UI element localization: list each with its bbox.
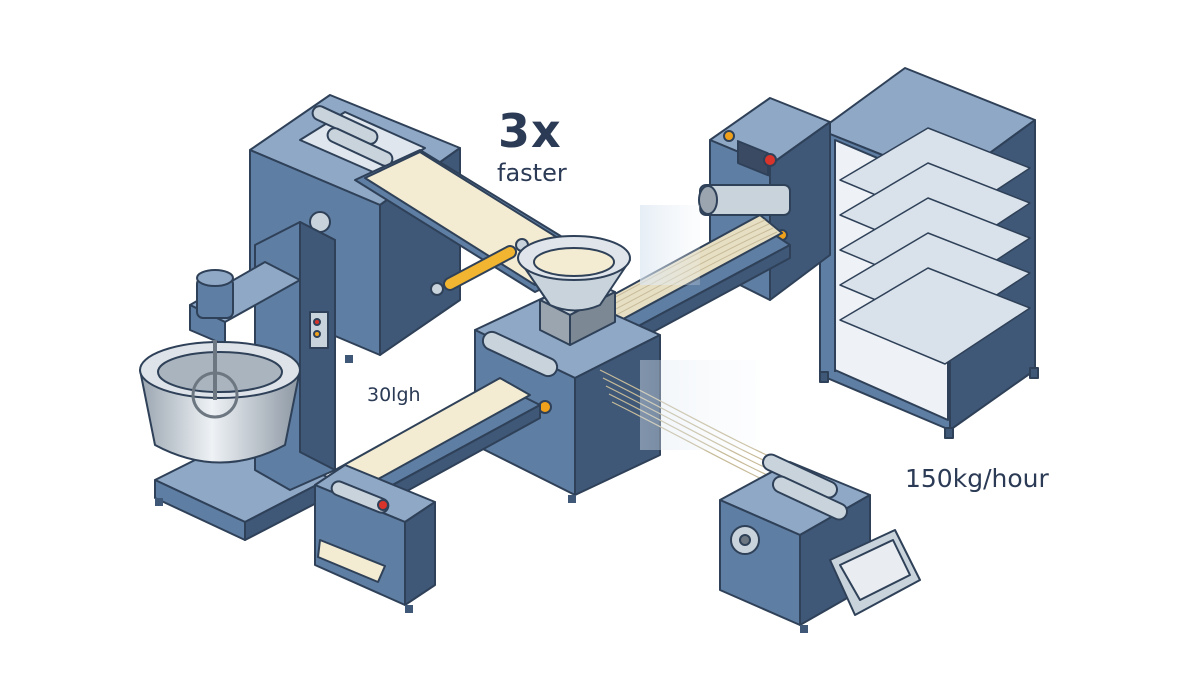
center-press	[474, 235, 661, 496]
hopper	[517, 235, 631, 312]
mixer-whisk	[191, 371, 239, 419]
rate-large-label: 150kg/hour	[905, 464, 1049, 493]
sheeter-rollers	[311, 105, 394, 167]
drying-rack	[819, 67, 1039, 439]
mixer-control-panel	[309, 311, 329, 349]
press-rollers	[761, 453, 849, 521]
conveyor-front	[324, 377, 541, 515]
feeder-red-indicator	[377, 499, 389, 511]
drying-tray	[839, 127, 1031, 365]
machine-feet	[155, 355, 808, 633]
speedup-caption: faster	[497, 159, 567, 187]
speedup-label: 3x	[498, 104, 562, 158]
red-indicator	[763, 153, 777, 167]
glass-panel	[640, 360, 760, 450]
rate-small-label: 30lgh	[367, 384, 421, 406]
rolling-pin	[430, 238, 529, 296]
feeder-machine	[314, 464, 436, 606]
amber-indicator	[723, 130, 735, 142]
roller-press	[719, 453, 921, 626]
dough-mixer	[139, 221, 336, 541]
